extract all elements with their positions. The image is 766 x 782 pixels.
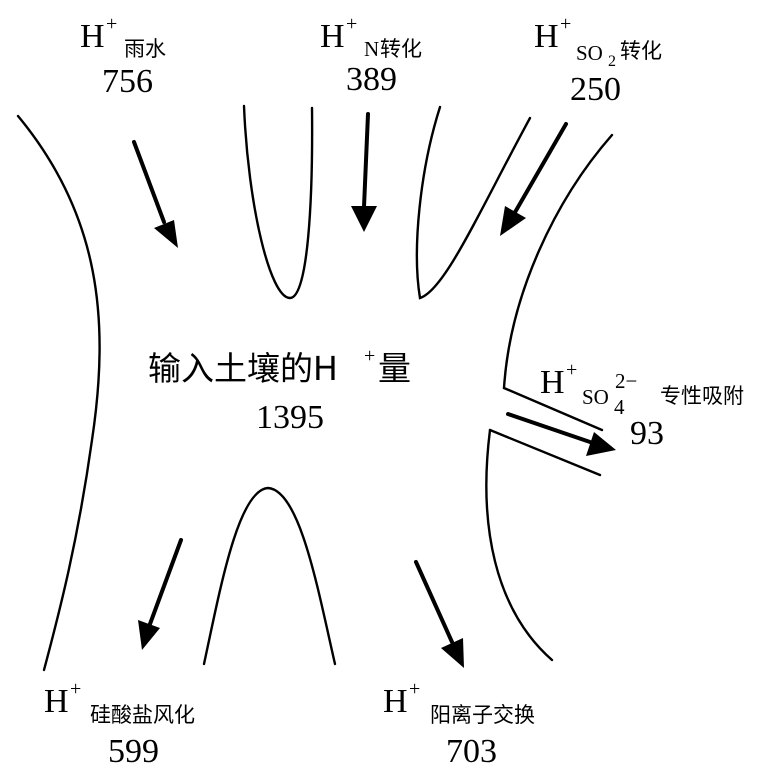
arrow-so2-in — [500, 122, 568, 236]
sink-silicate-weathering: H + 硅酸盐风化 599 — [44, 678, 195, 770]
n-charge: + — [346, 13, 357, 35]
center-value: 1395 — [256, 399, 324, 436]
arrow-exchange-out — [414, 560, 464, 668]
so2-value: 250 — [570, 71, 621, 108]
adsorption-channel-line-upper — [502, 386, 604, 432]
adsorption-formula-subscript: 4 — [614, 395, 625, 419]
top-left-lobe-curve — [242, 104, 314, 300]
center-charge: + — [364, 345, 375, 367]
right-lower-boundary-curve — [485, 428, 554, 662]
rain-charge: + — [106, 13, 117, 35]
adsorption-formula: SO — [582, 385, 609, 409]
weathering-value: 599 — [108, 733, 159, 770]
bottom-center-lobe-curve — [202, 486, 337, 666]
adsorption-label: 专性吸附 — [660, 384, 744, 408]
source-so2-conversion: H + SO 2 转化 250 — [534, 13, 662, 108]
rain-ion: H — [80, 18, 105, 55]
exchange-charge: + — [409, 678, 420, 700]
adsorption-charge: + — [566, 359, 577, 381]
so2-label: 转化 — [620, 39, 662, 63]
adsorption-value: 93 — [630, 415, 664, 452]
so2-ion: H — [534, 18, 559, 55]
exchange-ion: H — [383, 683, 408, 720]
arrow-n-in — [351, 112, 377, 232]
so2-charge: + — [560, 13, 571, 35]
rain-value: 756 — [102, 63, 153, 100]
center-total-input: 输入土壤的H + 量 1395 — [148, 345, 411, 436]
rain-label: 雨水 — [124, 37, 166, 61]
n-label: 转化 — [380, 37, 422, 61]
arrow-weathering-out — [138, 538, 183, 650]
so2-formula: SO — [576, 41, 603, 65]
n-ion: H — [320, 18, 345, 55]
right-upper-boundary-curve — [502, 133, 614, 390]
sink-sulfate-adsorption: H + SO 4 2− 专性吸附 93 — [540, 359, 744, 452]
weathering-charge: + — [70, 678, 81, 700]
center-label-suffix: 量 — [378, 349, 411, 388]
source-n-conversion: H + N 转化 389 — [320, 13, 422, 98]
weathering-ion: H — [44, 683, 69, 720]
exchange-label: 阳离子交换 — [430, 703, 535, 727]
left-boundary-curve — [16, 114, 101, 672]
n-value: 389 — [346, 61, 397, 98]
source-rain: H + 雨水 756 — [80, 13, 166, 100]
arrow-adsorption-out — [506, 412, 616, 456]
weathering-label: 硅酸盐风化 — [90, 703, 195, 727]
so2-formula-subscript: 2 — [608, 53, 616, 70]
exchange-value: 703 — [446, 733, 497, 770]
center-label: 输入土壤的H — [148, 349, 338, 388]
arrow-rain-in — [132, 140, 178, 248]
top-right-lobe-curve — [415, 105, 532, 300]
sink-cation-exchange: H + 阳离子交换 703 — [383, 678, 535, 770]
adsorption-channel-line-lower — [488, 428, 602, 477]
adsorption-formula-superscript: 2− — [615, 369, 637, 393]
n-label-prefix: N — [364, 37, 379, 61]
adsorption-ion: H — [540, 364, 565, 401]
